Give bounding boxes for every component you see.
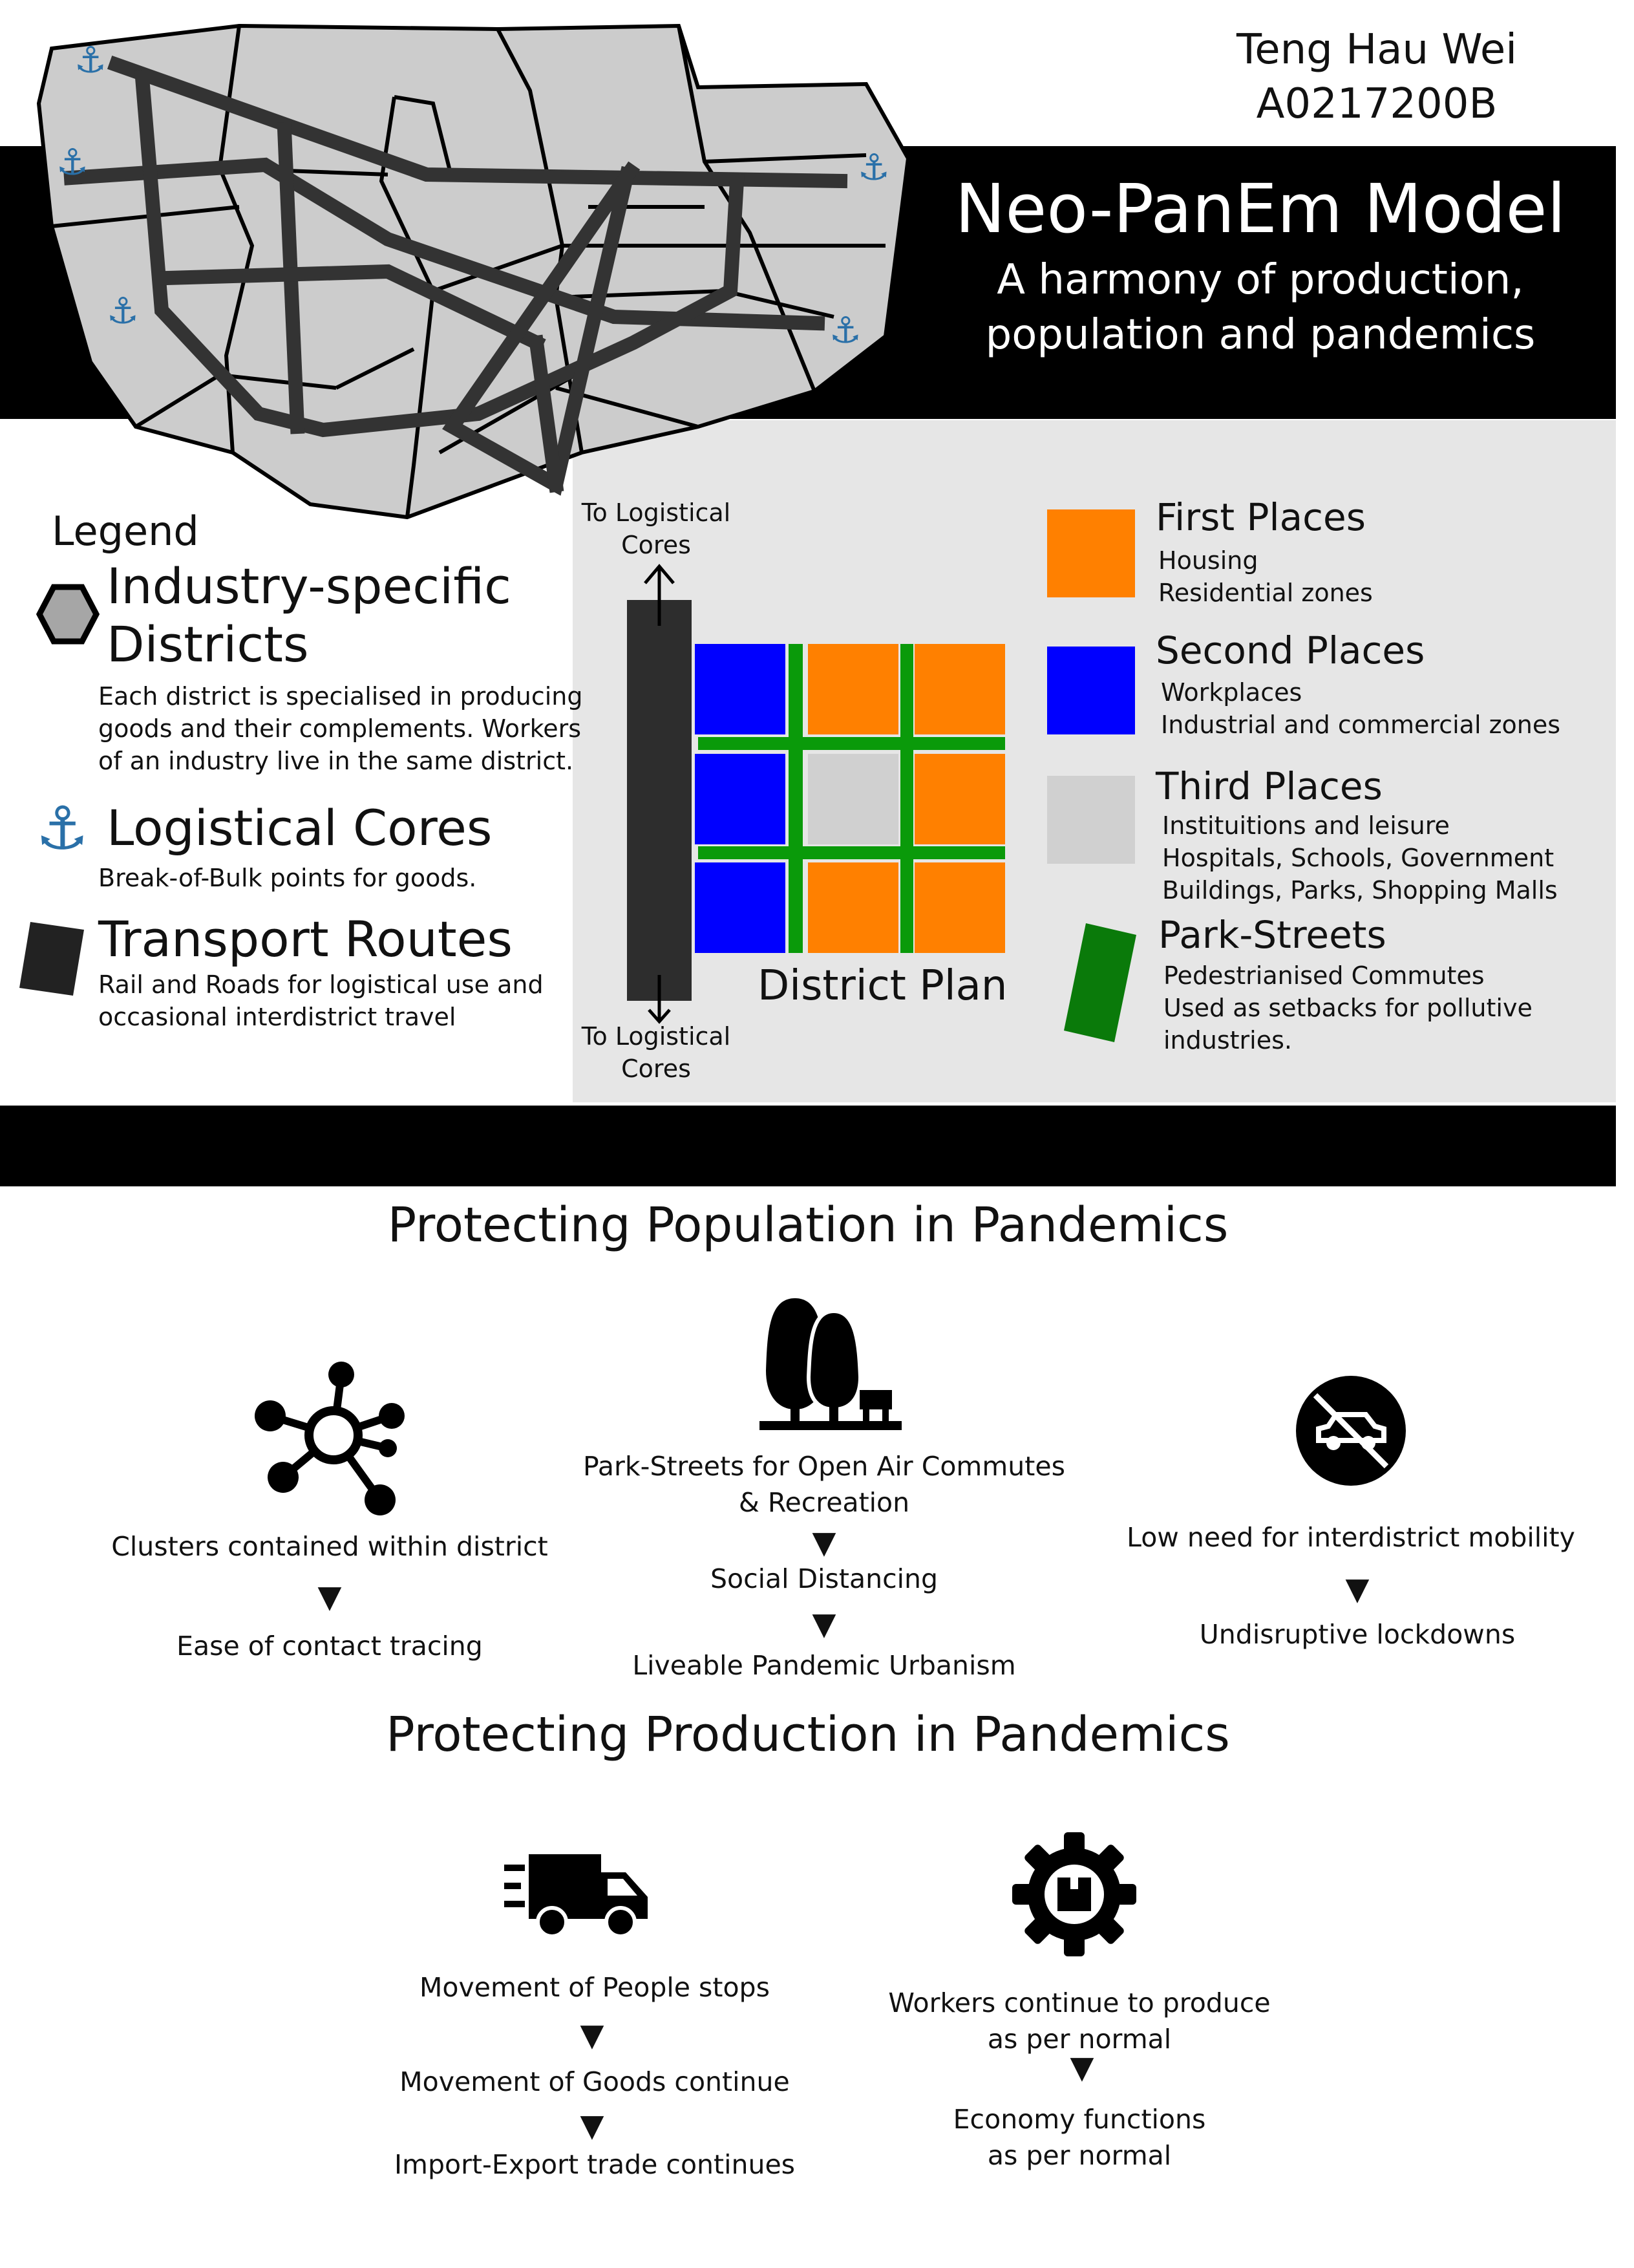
pop-col3-step1: Low need for interdistrict mobility [1127,1522,1575,1553]
pop-col2-step1b: & Recreation [738,1487,910,1518]
legend-cores-desc: Break-of-Bulk points for goods. [98,864,477,892]
third-places-head: Third Places [1156,764,1383,808]
prod-col2-step1b: as per normal [987,2024,1172,2055]
first-places-head: First Places [1156,495,1366,539]
delivery-truck-icon [504,1854,648,1938]
page-subtitle-line2: population and pandemics [985,311,1536,359]
anchor-icon-map-5: ⚓ [829,310,862,352]
anchor-icon-map-2: ⚓ [56,142,89,184]
gear-box-icon [1012,1832,1136,1956]
prod-col1-step3: Import-Export trade continues [394,2149,796,2180]
prod-col2-step1a: Workers continue to produce [888,1987,1271,2018]
legend-transport-desc2: occasional interdistrict travel [98,1003,456,1031]
author-id: A0217200B [1256,80,1498,128]
district-grid [695,644,1005,953]
legend-districts-head2: Districts [107,615,309,673]
pop-col1-step2: Ease of contact tracing [176,1631,483,1662]
legend-districts-desc3: of an industry live in the same district… [98,747,574,775]
prod-col1-step1: Movement of People stops [419,1972,770,2003]
hexagon-icon [36,584,100,645]
prod-col1-arrow1: ▼ [580,2017,604,2053]
pop-col1-step1: Clusters contained within district [111,1531,548,1562]
third-places-desc2: Hospitals, Schools, Government [1162,844,1554,872]
divider-bar [0,1106,1616,1186]
anchor-icon: ⚓ [36,794,89,863]
prod-col1-arrow2: ▼ [580,2108,604,2144]
anchor-icon-map-1: ⚓ [74,39,107,81]
production-section-title: Protecting Production in Pandemics [386,1707,1230,1762]
district-plan-diagram [627,564,1005,1024]
anchor-icon-map-4: ⚓ [858,147,890,189]
first-places-desc1: Housing [1158,546,1258,575]
park-streets-desc1: Pedestrianised Commutes [1163,961,1485,990]
second-places-swatch [1047,647,1135,734]
pop-col3-step2: Undisruptive lockdowns [1199,1619,1516,1650]
first-places-swatch [1047,509,1135,597]
prod-col1-step2: Movement of Goods continue [399,2066,790,2097]
first-places-desc2: Residential zones [1158,579,1373,607]
plan-bottom-label-1: To Logistical [581,1022,731,1051]
pop-col2-step2: Social Distancing [710,1563,939,1594]
pop-col1-arrow1: ▼ [317,1579,342,1615]
park-streets-desc2: Used as setbacks for pollutive [1163,994,1533,1022]
prod-col2-step2b: as per normal [987,2140,1172,2171]
page-subtitle-line1: A harmony of production, [997,256,1524,304]
second-places-desc1: Workplaces [1161,678,1302,707]
pop-col2-arrow2: ▼ [812,1606,836,1642]
legend-title: Legend [52,508,199,555]
third-places-desc3: Buildings, Parks, Shopping Malls [1162,876,1558,904]
author-name: Teng Hau Wei [1236,26,1518,74]
pop-col2-step1a: Park-Streets for Open Air Commutes [583,1451,1065,1482]
legend-cores-head: Logistical Cores [107,799,493,857]
population-section-title: Protecting Population in Pandemics [387,1197,1229,1253]
pop-col2-arrow1: ▼ [812,1524,836,1561]
page-title: Neo-PanEm Model [955,169,1566,248]
plan-top-label-2: Cores [621,531,691,559]
park-streets-head: Park-Streets [1158,913,1386,957]
district-map: ⚓ ⚓ ⚓ ⚓ ⚓ [36,23,911,520]
pop-col3-arrow1: ▼ [1345,1571,1370,1607]
district-plan-title: District Plan [758,962,1008,1010]
anchor-icon-map-3: ⚓ [107,290,139,332]
park-streets-desc3: industries. [1163,1026,1292,1054]
plan-top-label-1: To Logistical [581,498,731,527]
prod-col2-step2a: Economy functions [953,2104,1206,2135]
second-places-head: Second Places [1156,628,1425,672]
third-places-desc1: Instituitions and leisure [1162,811,1450,840]
legend-transport-head: Transport Routes [98,910,513,968]
second-places-desc2: Industrial and commercial zones [1161,711,1561,739]
legend-districts-desc2: goods and their complements. Workers [98,714,582,743]
third-places-swatch [1047,776,1135,864]
transport-square-icon [19,922,84,996]
plan-bottom-label-2: Cores [621,1054,691,1083]
legend-transport-desc1: Rail and Roads for logistical use and [98,970,544,999]
transport-road [627,600,692,1001]
network-cluster-icon [255,1362,405,1515]
prod-col2-arrow1: ▼ [1070,2049,1094,2086]
legend-districts-head1: Industry-specific [107,557,511,615]
trees-park-icon [759,1298,902,1430]
no-car-icon [1296,1376,1406,1486]
legend-districts-desc1: Each district is specialised in producin… [98,682,583,711]
pop-col2-step3: Liveable Pandemic Urbanism [632,1650,1016,1681]
park-streets-swatch [1064,923,1136,1042]
